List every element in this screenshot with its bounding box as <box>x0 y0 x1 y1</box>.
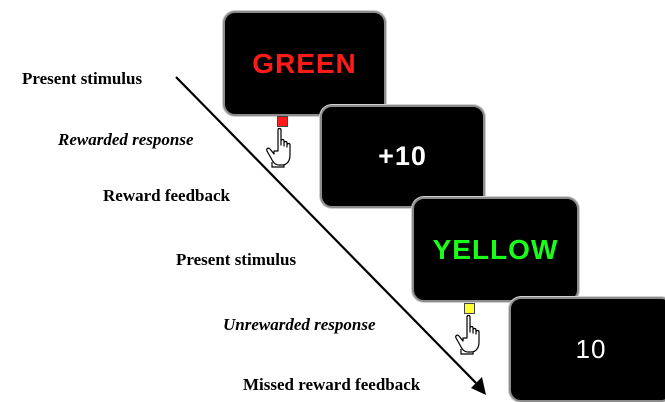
stimulus-word-green: GREEN <box>252 47 357 79</box>
screen-missed-feedback: 10 <box>509 297 665 402</box>
red-response-button <box>277 116 288 127</box>
yellow-response-button <box>464 303 475 314</box>
missed-reward-value-text: 10 <box>575 334 607 364</box>
screen-yellow-stimulus: YELLOW <box>412 197 579 302</box>
label-unrewarded-response: Unrewarded response <box>223 315 376 334</box>
pointing-hand-icon <box>455 314 480 355</box>
rewarded-response-group <box>264 116 298 168</box>
label-missed-reward-feedback: Missed reward feedback <box>243 375 421 394</box>
label-present-stimulus-2: Present stimulus <box>176 250 297 269</box>
label-rewarded-response: Rewarded response <box>58 130 194 149</box>
stimulus-word-yellow: YELLOW <box>432 233 559 265</box>
label-reward-feedback: Reward feedback <box>103 186 231 205</box>
label-present-stimulus-1: Present stimulus <box>22 69 143 88</box>
screen-green-stimulus: GREEN <box>223 11 386 116</box>
screen-reward-feedback: +10 <box>320 105 485 208</box>
pointing-hand-icon <box>266 127 291 168</box>
reward-value-text: +10 <box>378 141 427 171</box>
unrewarded-response-group <box>453 303 487 355</box>
